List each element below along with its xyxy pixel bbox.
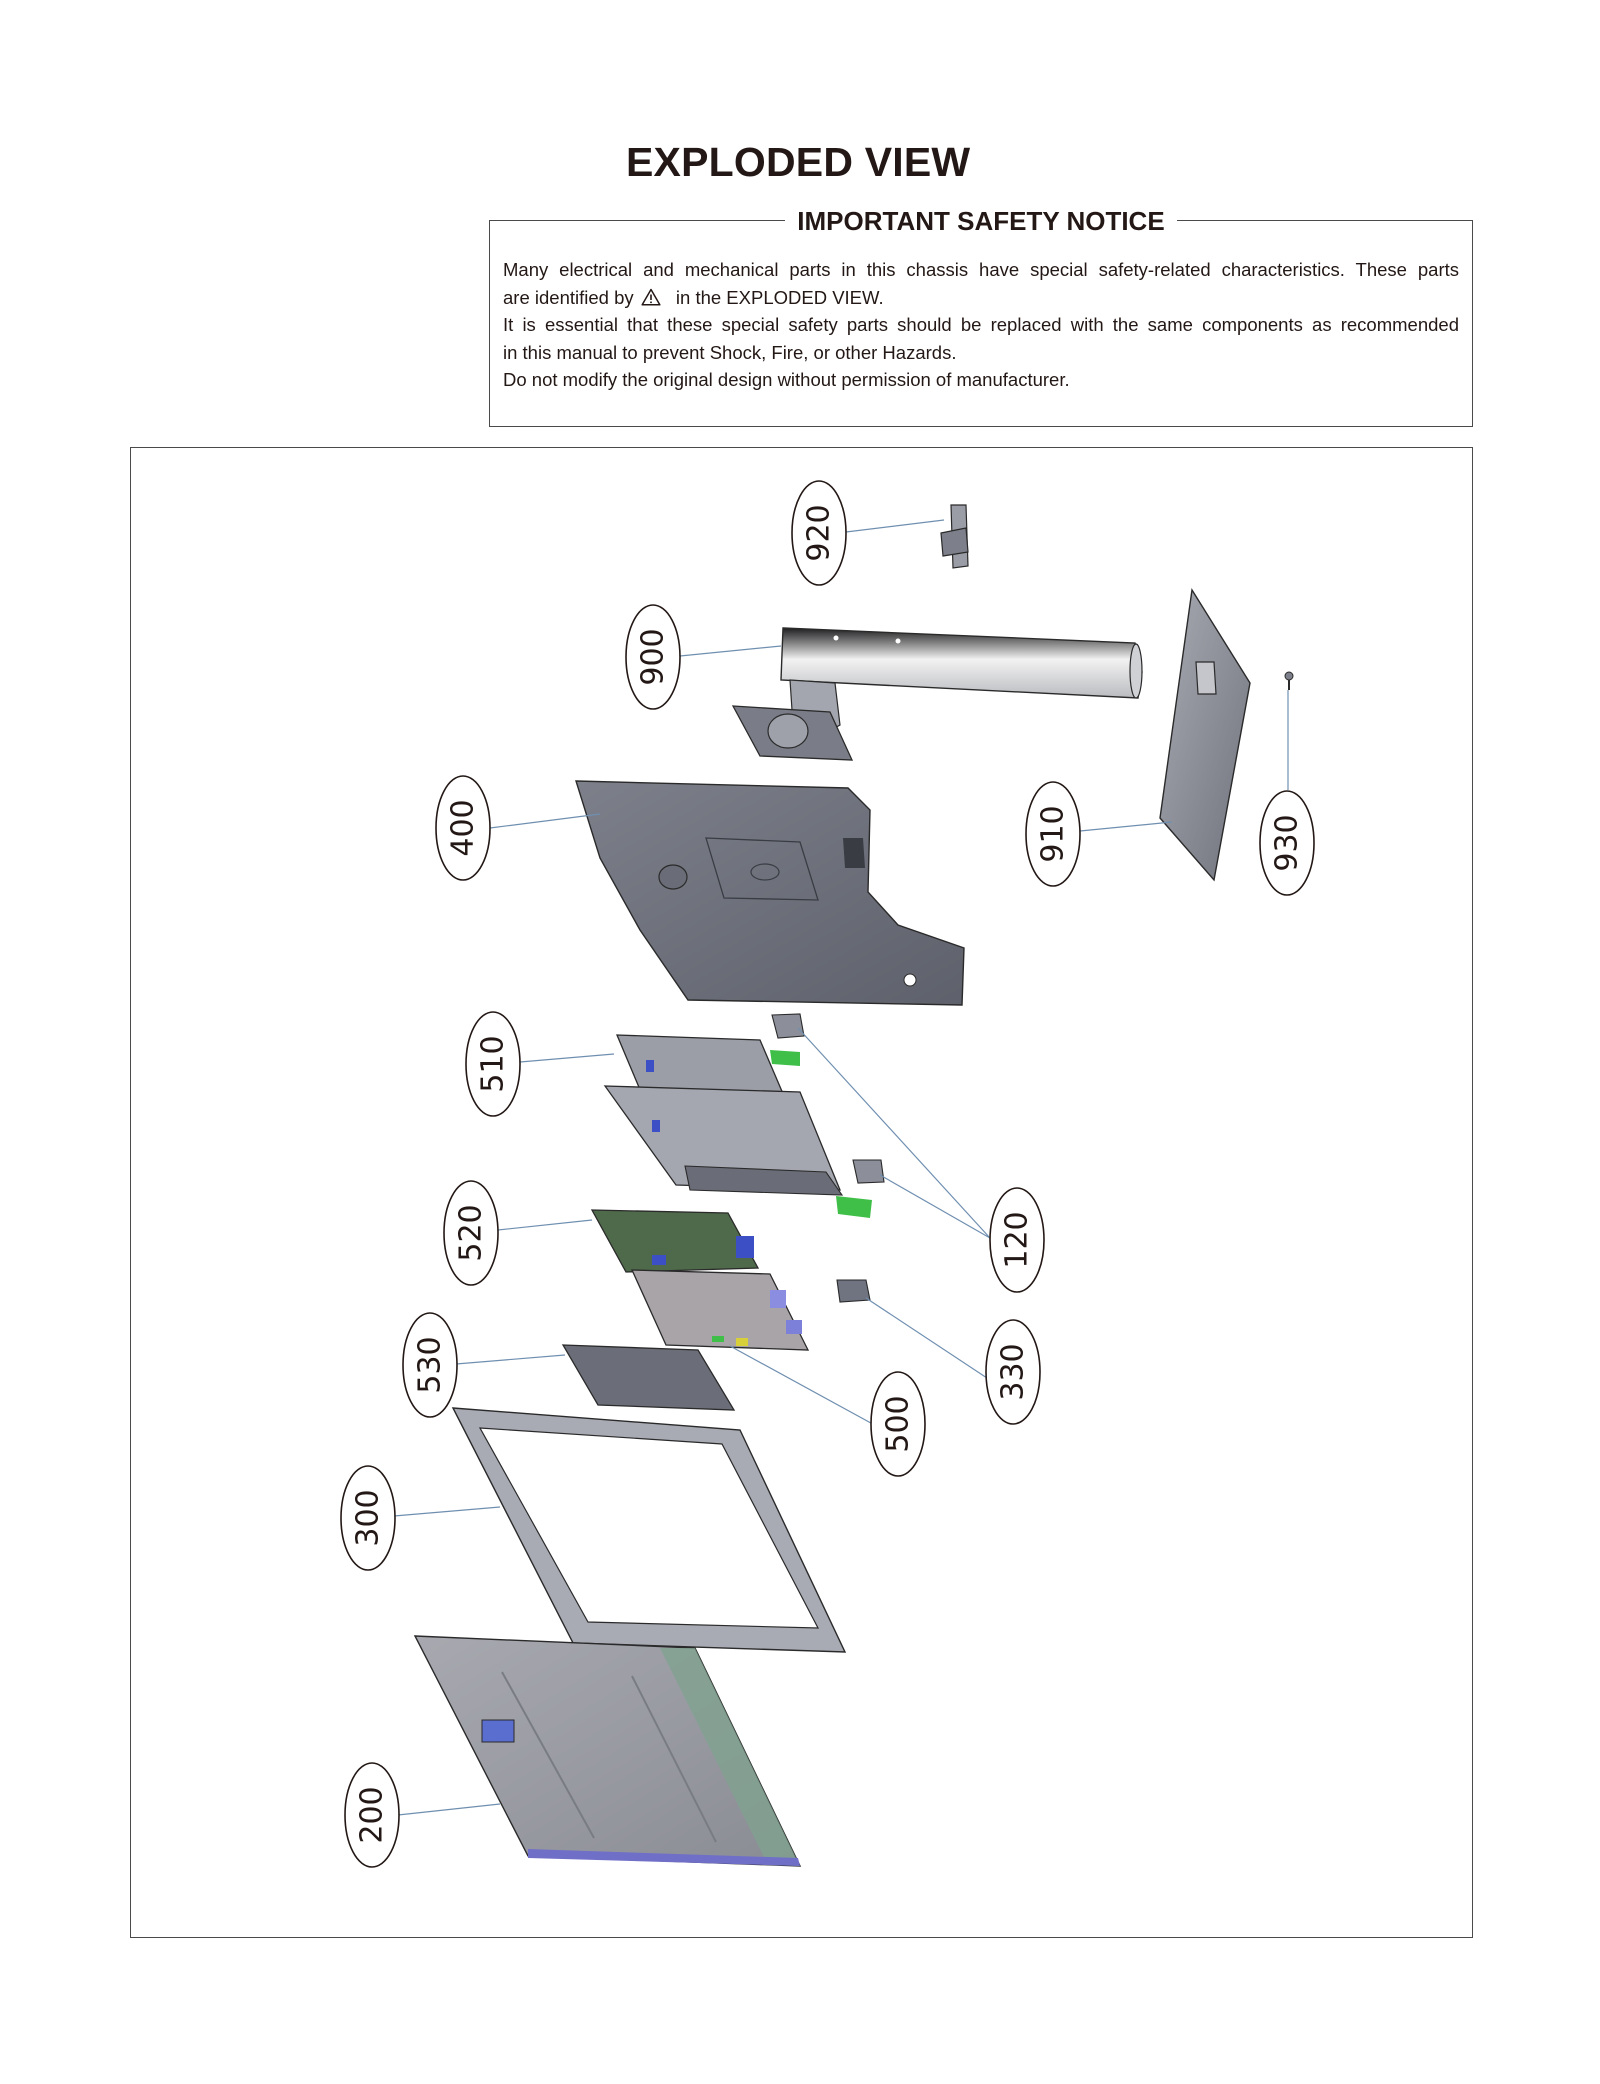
callout-920: 920 [791,480,847,586]
part-speaker-brackets [771,1013,885,1184]
part-main-frame-bracket [603,1034,872,1218]
safety-notice-line-3: It is essential that these special safet… [503,314,1459,335]
leader-120b [879,1174,991,1239]
leader-120a [797,1027,991,1239]
leader-910 [1079,821,1173,832]
callout-500: 500 [870,1371,926,1477]
leader-530 [455,1354,566,1365]
part-back-cover [575,780,965,1006]
leader-330 [865,1297,991,1381]
callout-label-530: 530 [413,1336,448,1393]
safety-notice-line-5: Do not modify the original design withou… [503,369,1070,390]
safety-notice-line-4: in this manual to prevent Shock, Fire, o… [503,341,957,363]
callout-label-520: 520 [454,1204,489,1261]
leader-510 [519,1053,615,1063]
callout-label-200: 200 [355,1786,390,1843]
part-power-board [590,1209,760,1273]
callout-200: 200 [344,1762,400,1868]
callout-label-900: 900 [636,628,671,685]
leader-lines [393,519,1289,1816]
callout-910: 910 [1025,781,1081,887]
part-main-board [630,1269,810,1351]
callout-label-920: 920 [802,504,837,561]
callout-900: 900 [625,604,681,710]
safety-notice-box: IMPORTANT SAFETY NOTICE Many electrical … [489,206,1473,427]
leader-500 [729,1345,881,1429]
part-stand-neck [731,627,1143,761]
callout-120: 120 [989,1187,1045,1293]
callout-label-120: 120 [1000,1211,1035,1268]
callout-300: 300 [340,1465,396,1571]
part-key-board [836,1279,871,1303]
part-lcd-panel [413,1635,802,1867]
callout-330: 330 [985,1319,1041,1425]
part-base-screw [1284,671,1294,690]
safety-notice-line-1: Many electrical and mechanical parts in … [503,259,1459,280]
callout-530: 530 [402,1312,458,1418]
safety-notice-line-2-start: are identified by [503,286,634,308]
callout-label-930: 930 [1270,814,1305,871]
leader-520 [497,1219,593,1231]
safety-notice-heading-text: IMPORTANT SAFETY NOTICE [785,206,1177,236]
callout-510: 510 [465,1011,521,1117]
part-front-bezel [451,1407,847,1653]
callout-520: 520 [443,1180,499,1286]
callout-label-330: 330 [996,1343,1031,1400]
callout-930: 930 [1259,790,1315,896]
exploded-diagram-frame [130,447,1473,1938]
part-stand-clip [940,504,969,569]
leader-400 [489,813,601,829]
leader-200 [397,1803,501,1816]
leader-900 [679,645,782,657]
safety-notice-line-2-end: in the EXPLODED VIEW. [675,286,884,308]
leader-920 [845,519,945,533]
callout-label-510: 510 [476,1035,511,1092]
part-shield-plate [561,1344,736,1411]
callout-label-400: 400 [446,799,481,856]
callout-label-500: 500 [881,1395,916,1452]
warning-triangle-icon [641,288,661,306]
safety-notice-heading: IMPORTANT SAFETY NOTICE [490,206,1472,237]
callout-400: 400 [435,775,491,881]
safety-notice-line-2: are identified by in the EXPLODED VIEW. [503,284,1459,312]
part-stand-base [1159,587,1251,882]
leader-300 [393,1506,501,1517]
callout-label-910: 910 [1036,805,1071,862]
safety-notice-body: Many electrical and mechanical parts in … [503,256,1459,394]
callout-label-300: 300 [351,1489,386,1546]
page-title: EXPLODED VIEW [626,139,971,185]
